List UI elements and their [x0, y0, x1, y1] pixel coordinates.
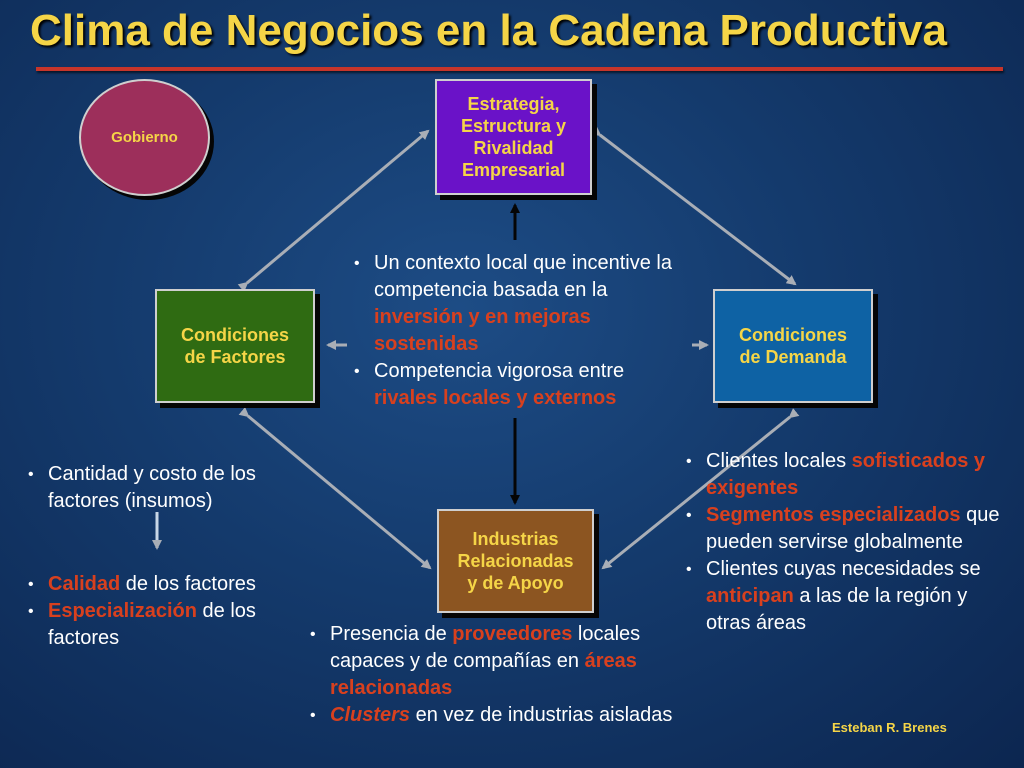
list-item: Clientes cuyas necesidades se anticipan …: [684, 556, 1014, 637]
slide-title: Clima de Negocios en la Cadena Productiv…: [30, 6, 947, 55]
center-bullets: Un contexto local que incentive la compe…: [352, 250, 682, 412]
list-item: Especialización de los factores: [26, 598, 301, 652]
arrow-estrategia-demanda: [590, 126, 797, 286]
arrow-factores-estrategia: [237, 129, 430, 292]
arrow-factores-industrias: [238, 407, 432, 570]
industrias-line: Relacionadas: [457, 551, 574, 571]
demanda-line: de Demanda: [739, 347, 847, 367]
author-credit: Esteban R. Brenes: [832, 720, 947, 735]
list-item: Presencia de proveedores locales capaces…: [308, 621, 703, 702]
factores-line: Condiciones: [180, 325, 289, 345]
factores-bullets-top: Cantidad y costo de los factores (insumo…: [26, 461, 301, 515]
list-item: Un contexto local que incentive la compe…: [352, 250, 682, 358]
box-estrategia: Estrategia, Estructura y Rivalidad Empre…: [435, 79, 592, 195]
estrategia-line: Estructura y: [460, 116, 567, 136]
industrias-line: Industrias: [472, 529, 559, 549]
industrias-bullets: Presencia de proveedores locales capaces…: [308, 621, 703, 729]
list-item: Clusters en vez de industrias aisladas: [308, 702, 703, 729]
demanda-bullets: Clientes locales sofisticados y exigente…: [684, 448, 1014, 637]
list-item: Competencia vigorosa entre rivales local…: [352, 358, 682, 412]
box-industrias-relacionadas: Industrias Relacionadas y de Apoyo: [437, 509, 594, 613]
estrategia-line: Rivalidad: [473, 138, 554, 158]
list-item: Segmentos especializados que pueden serv…: [684, 502, 1014, 556]
list-item: Cantidad y costo de los factores (insumo…: [26, 461, 301, 515]
title-underline: [36, 67, 1003, 71]
gobierno-label: Gobierno: [111, 129, 178, 146]
estrategia-line: Empresarial: [461, 160, 566, 180]
list-item: Clientes locales sofisticados y exigente…: [684, 448, 1014, 502]
demanda-line: Condiciones: [738, 325, 847, 345]
gobierno-circle: Gobierno: [79, 79, 210, 196]
box-condiciones-factores: Condiciones de Factores: [155, 289, 315, 403]
estrategia-line: Estrategia,: [467, 94, 560, 114]
factores-line: de Factores: [184, 347, 286, 367]
factores-bullets-bottom: Calidad de los factores Especialización …: [26, 571, 301, 652]
box-condiciones-demanda: Condiciones de Demanda: [713, 289, 873, 403]
list-item: Calidad de los factores: [26, 571, 301, 598]
industrias-line: y de Apoyo: [467, 573, 564, 593]
